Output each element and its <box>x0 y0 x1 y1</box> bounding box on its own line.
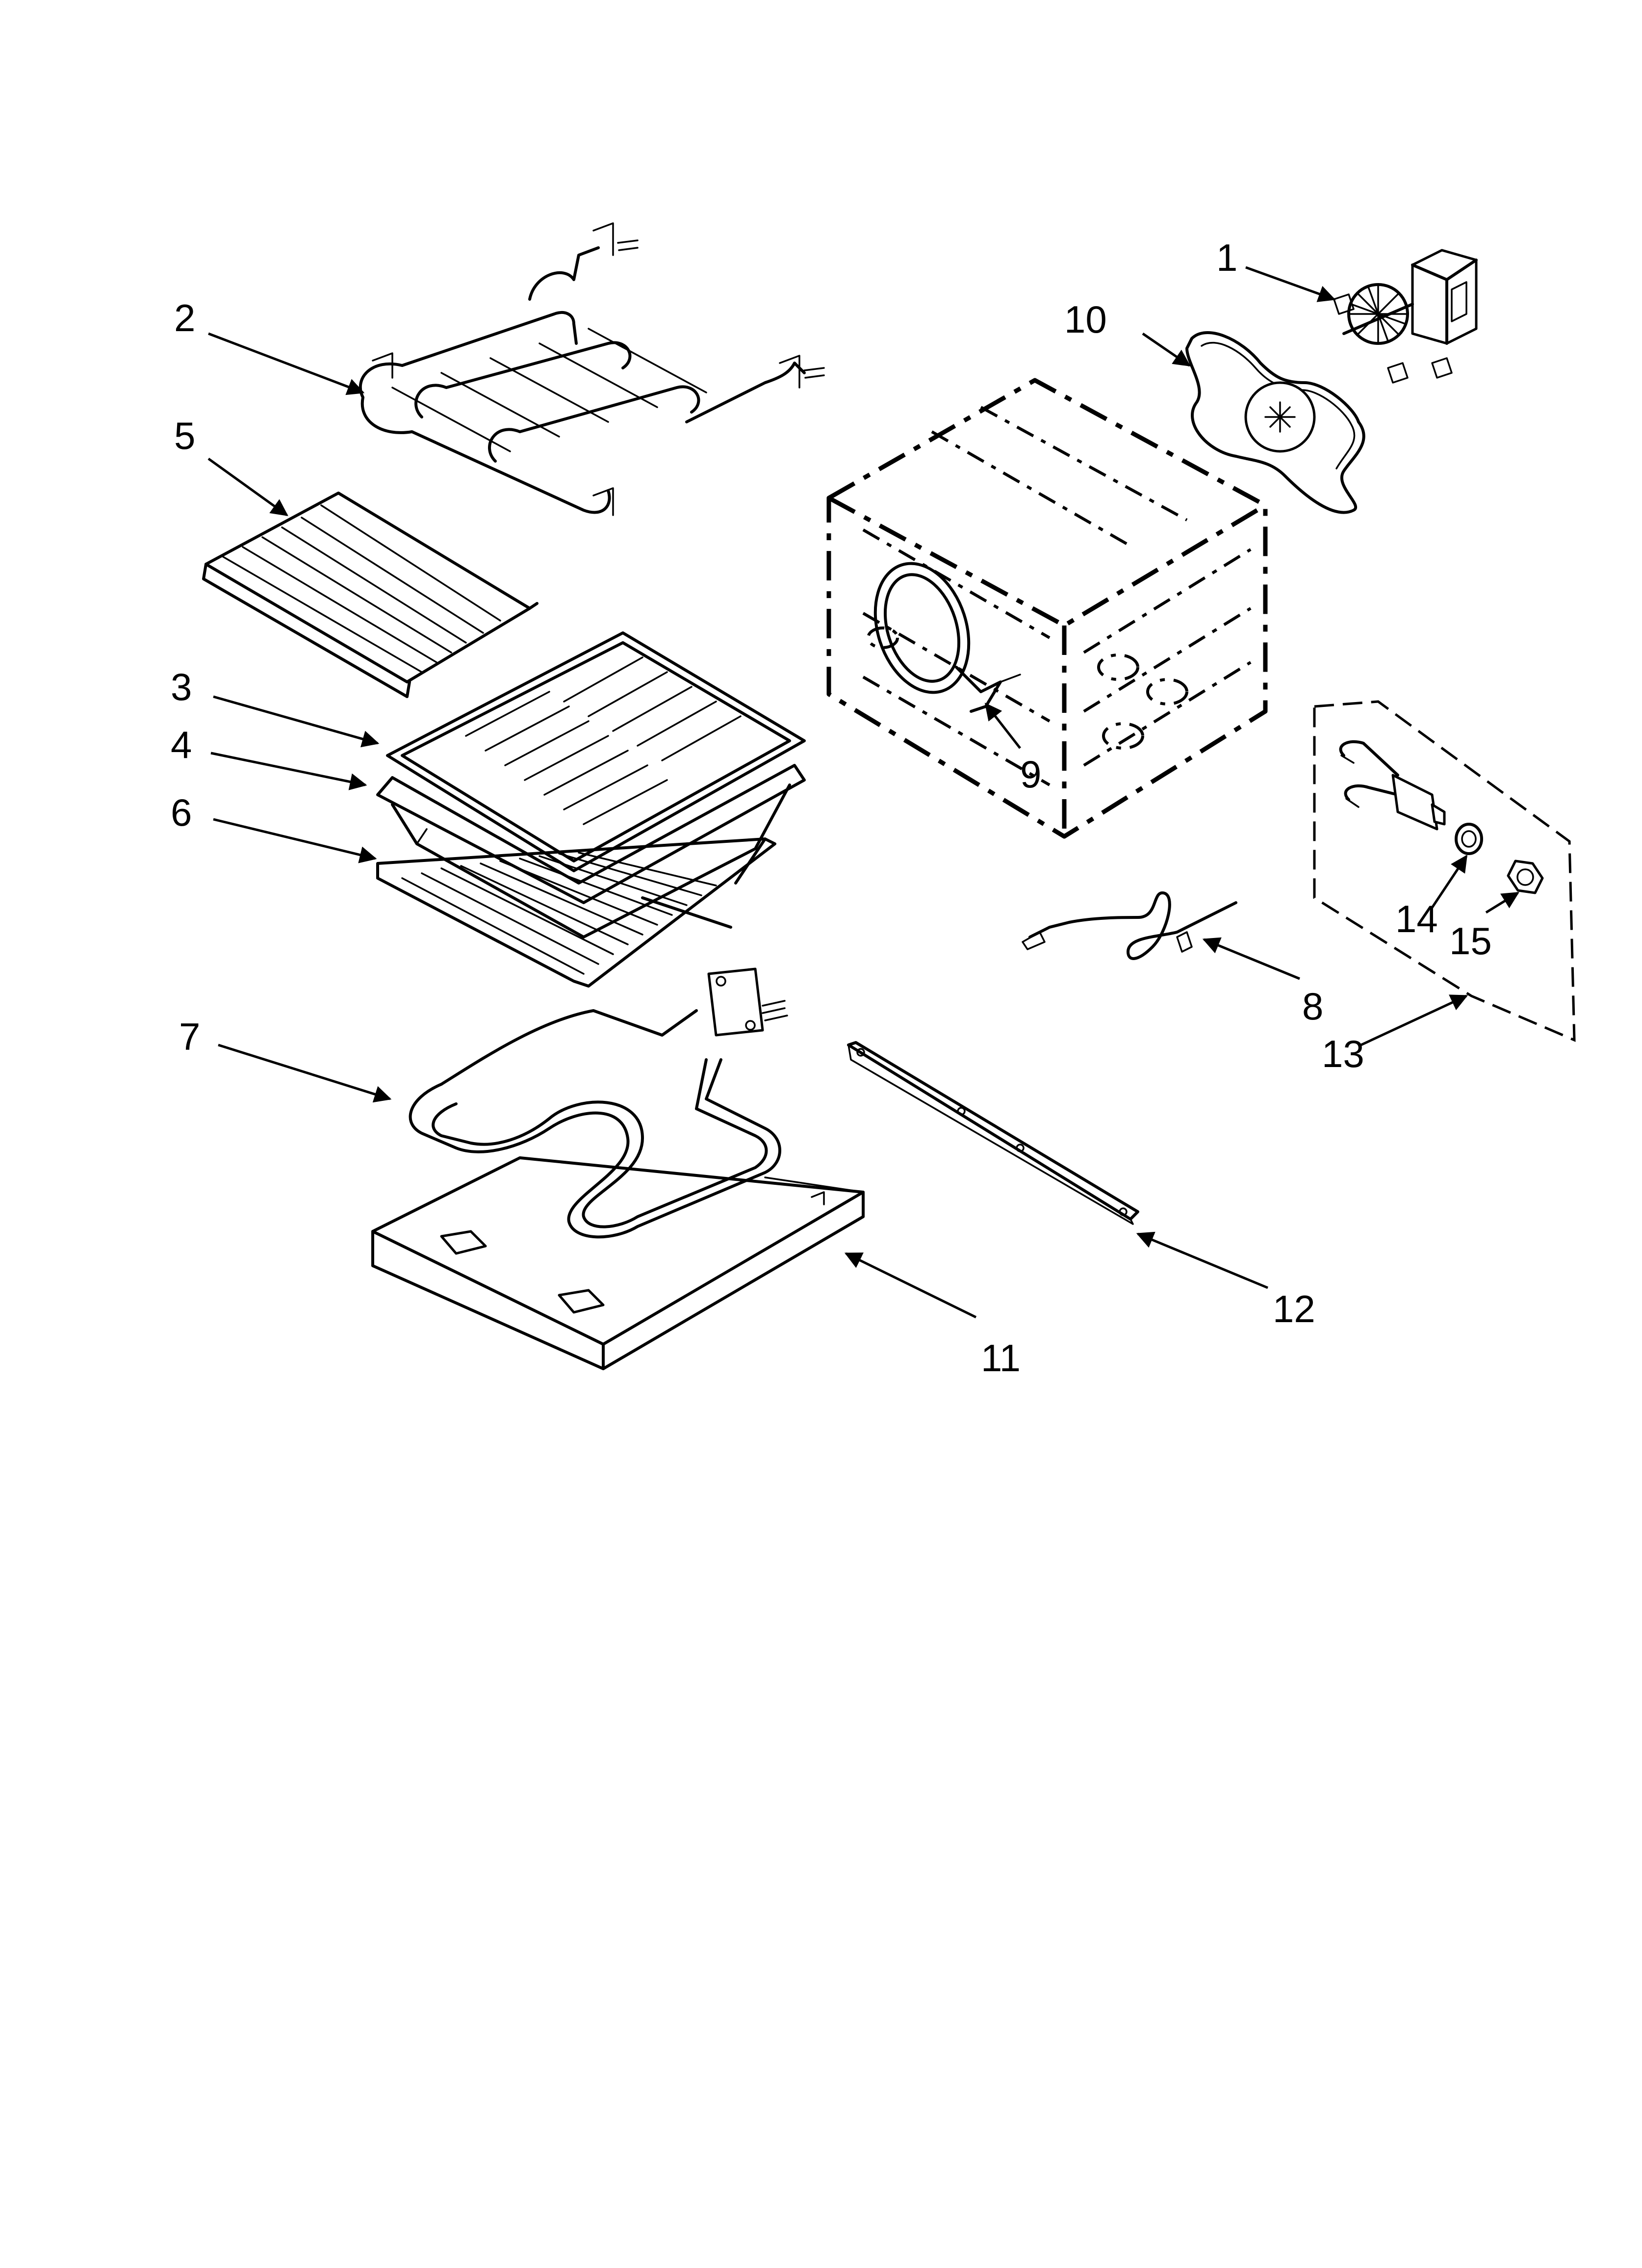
callout-10: 10 <box>1064 298 1107 341</box>
leader-lines <box>207 266 1519 1319</box>
trim-strip <box>847 1041 1139 1225</box>
meat-probe <box>1022 891 1237 960</box>
callout-labels: 1 2 3 4 5 6 7 8 9 10 11 12 13 14 15 <box>171 236 1492 1380</box>
convection-element <box>873 562 1021 713</box>
callout-12: 12 <box>1273 1287 1315 1330</box>
callout-15: 15 <box>1449 919 1492 963</box>
convection-fan-baffle <box>1185 331 1365 514</box>
callout-2: 2 <box>174 296 195 339</box>
callout-14: 14 <box>1395 897 1438 940</box>
callout-5: 5 <box>174 414 195 457</box>
lamp-assembly-group <box>1313 700 1576 1042</box>
oven-rack-small <box>202 492 539 698</box>
callout-4: 4 <box>171 723 192 766</box>
callout-9: 9 <box>1020 753 1041 796</box>
convection-fan-motor <box>1333 249 1478 384</box>
callout-7: 7 <box>179 1015 200 1058</box>
oven-bottom-panel <box>371 1156 865 1370</box>
broil-element <box>359 222 825 516</box>
callout-8: 8 <box>1302 985 1323 1028</box>
callout-3: 3 <box>171 665 192 708</box>
broiler-pan <box>376 764 806 938</box>
callout-6: 6 <box>171 791 192 834</box>
oven-lamp-socket <box>1339 740 1446 831</box>
callout-11: 11 <box>981 1336 1021 1380</box>
oven-rack <box>376 837 776 988</box>
broiler-pan-insert <box>386 631 806 872</box>
oven-cavity <box>826 378 1268 839</box>
callout-13: 13 <box>1322 1032 1364 1075</box>
callout-1: 1 <box>1216 236 1237 279</box>
hex-nut <box>1507 860 1544 894</box>
lock-washer <box>1455 823 1483 855</box>
bake-element <box>409 967 788 1239</box>
